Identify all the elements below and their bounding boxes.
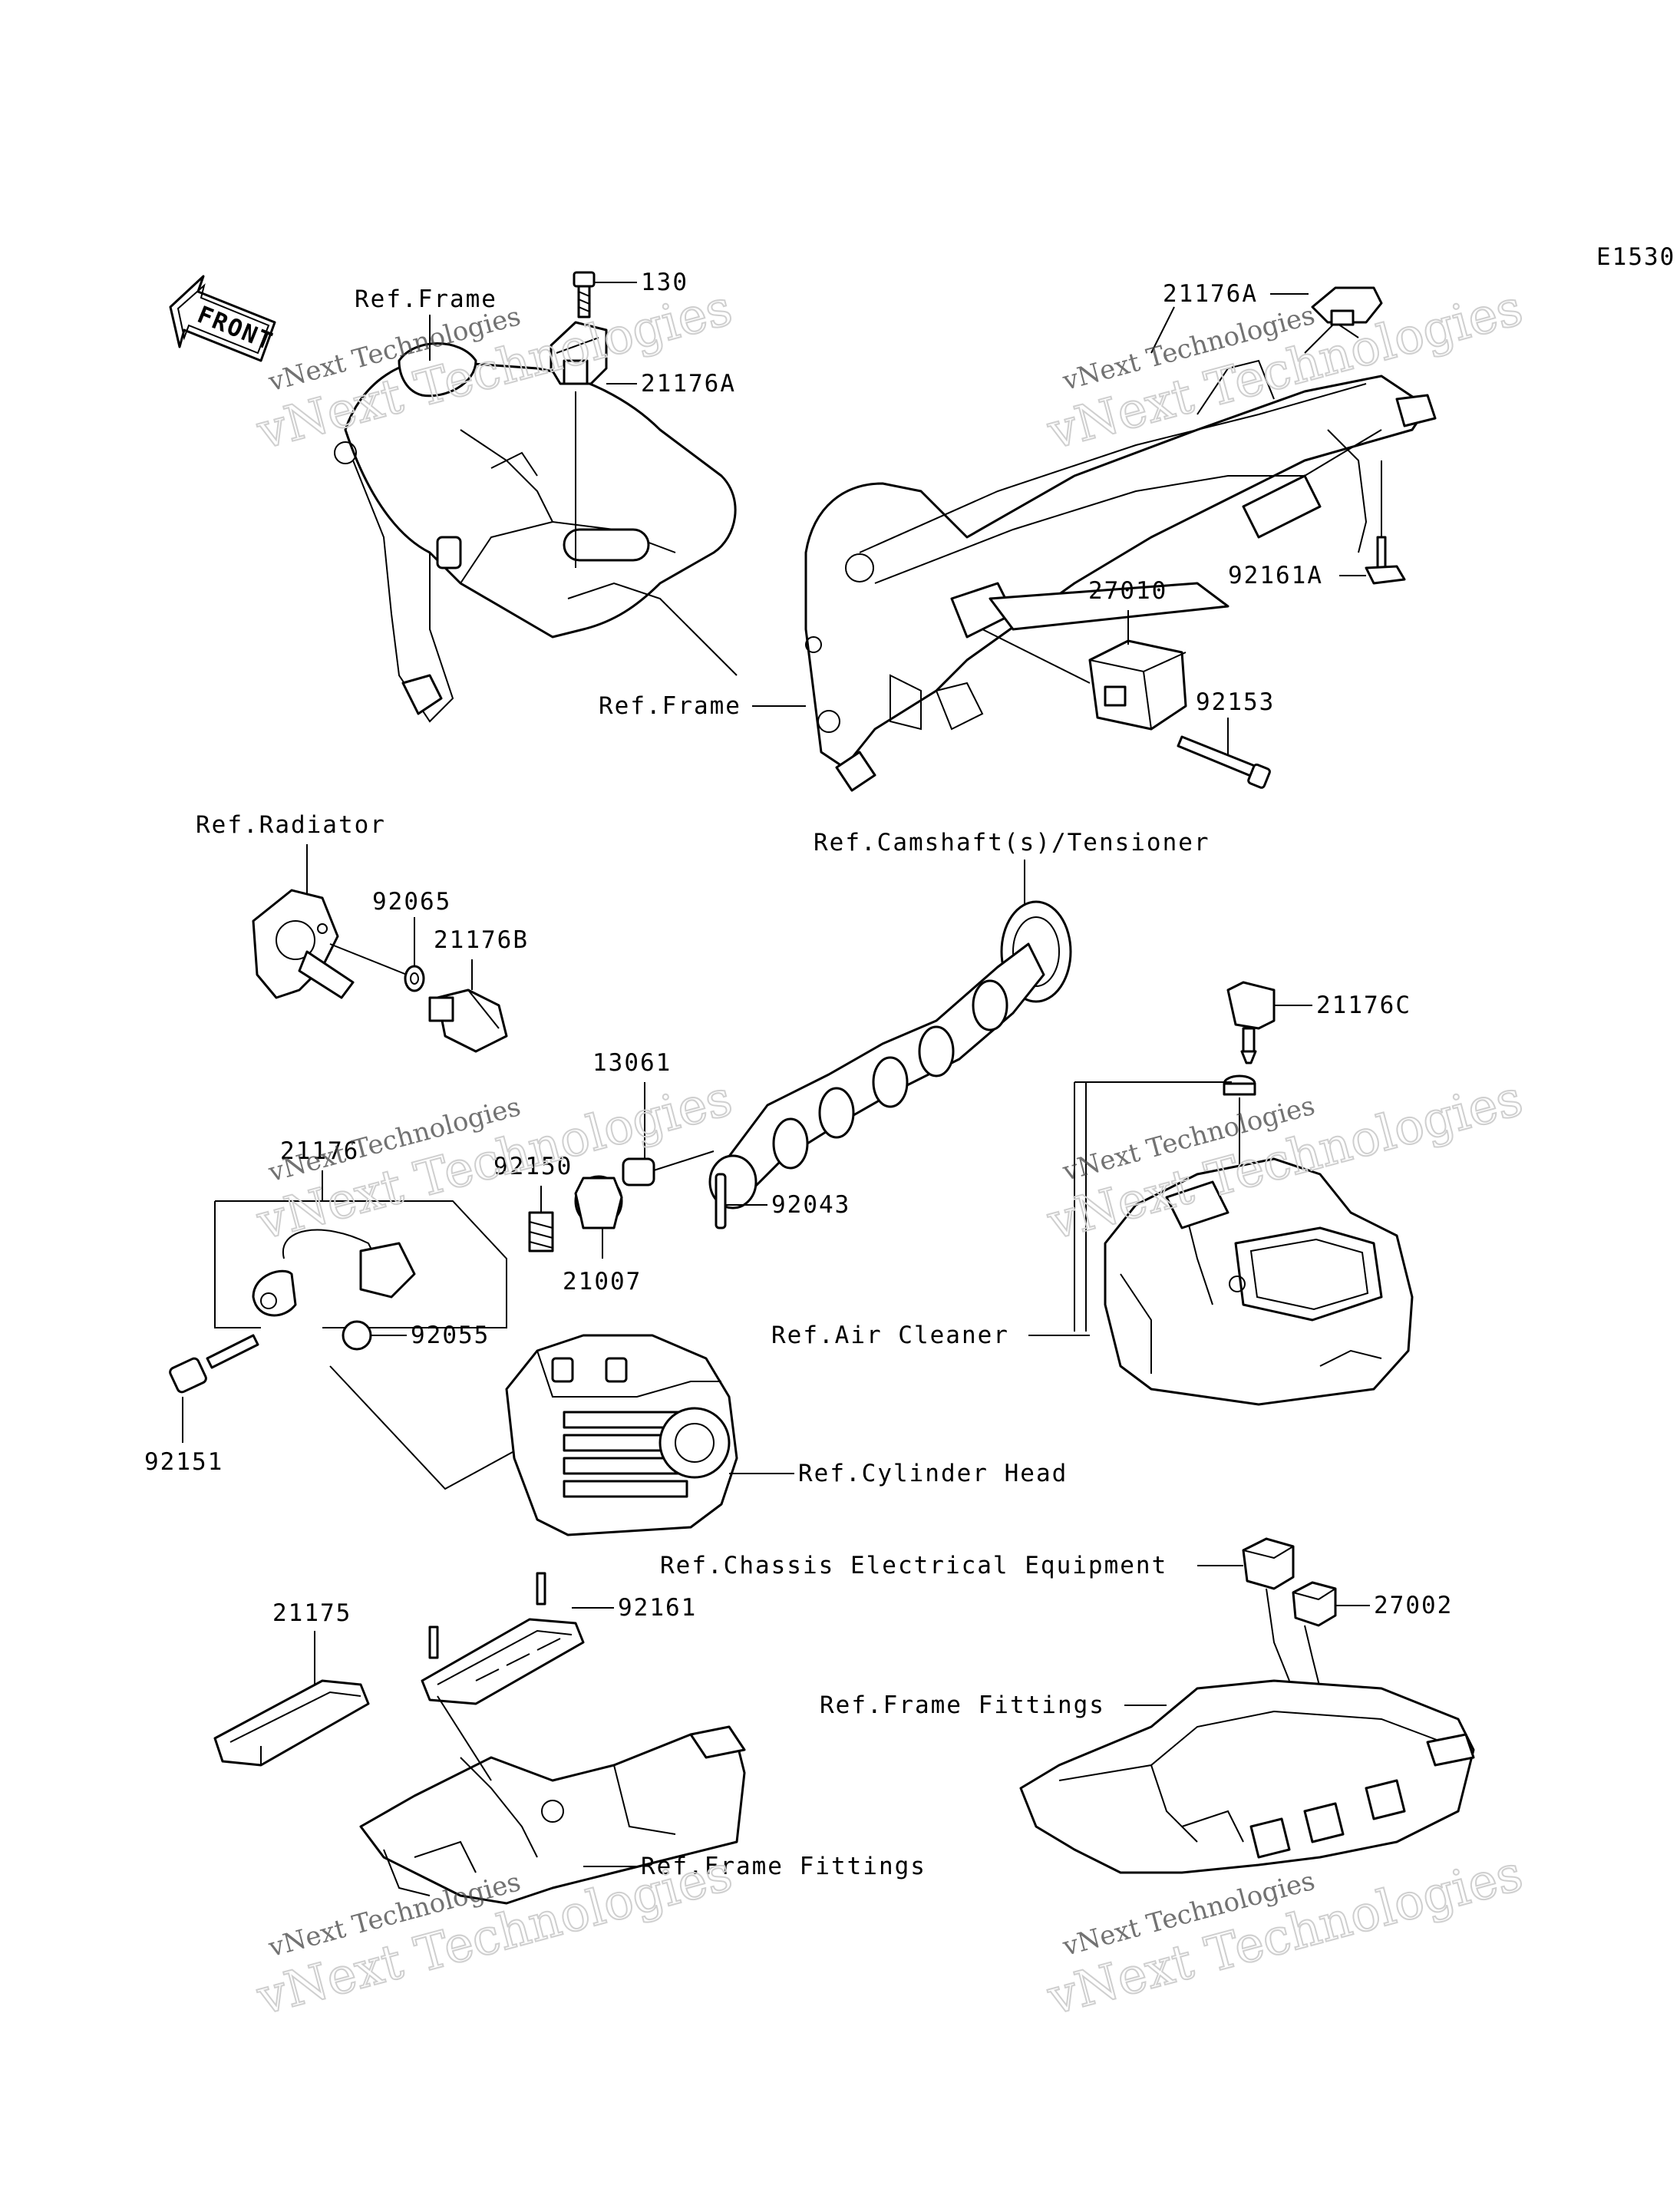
thermostat-housing — [252, 889, 355, 999]
ref-frame-left: Ref.Frame — [355, 285, 497, 313]
part-21176B: 21176B — [434, 926, 529, 954]
part-92055: 92055 — [411, 1322, 490, 1349]
pin-92043 — [715, 1173, 727, 1229]
sensor-21176C — [1226, 981, 1276, 1064]
cylinder-head-illustration — [505, 1334, 738, 1536]
part-92153: 92153 — [1196, 688, 1275, 716]
frame-fittings-left-illustration — [359, 1725, 746, 1905]
ref-camshaft: Ref.Camshaft(s)/Tensioner — [814, 829, 1210, 856]
part-21176A-right: 21176A — [1163, 280, 1258, 308]
part-27010: 27010 — [1088, 577, 1167, 605]
part-92161: 92161 — [618, 1594, 697, 1622]
stud-92161A — [1365, 536, 1406, 585]
diagram-code: E1530 — [1596, 243, 1675, 271]
washer-92065 — [404, 965, 425, 992]
part-21176A-left: 21176A — [641, 370, 736, 398]
part-130: 130 — [641, 269, 688, 296]
frame-fittings-right-illustration — [1019, 1679, 1475, 1874]
bolt-92150 — [528, 1211, 554, 1252]
ref-air-cleaner: Ref.Air Cleaner — [771, 1322, 1009, 1349]
ecu-21175 — [213, 1679, 370, 1767]
part-92043: 92043 — [771, 1191, 850, 1219]
front-arrow-icon: FRONT — [169, 275, 277, 362]
ref-chassis-electrical: Ref.Chassis Electrical Equipment — [660, 1552, 1167, 1579]
part-21175: 21175 — [272, 1599, 352, 1627]
relay-box-upper — [1242, 1537, 1295, 1590]
part-13061: 13061 — [592, 1049, 672, 1077]
ref-frame-fittings-left: Ref.Frame Fittings — [641, 1853, 926, 1880]
frame-left-illustration — [334, 342, 738, 723]
air-cleaner-illustration — [1104, 1157, 1414, 1406]
sensor-21176A-left — [550, 321, 608, 385]
rotor-21007 — [574, 1175, 623, 1229]
part-92151: 92151 — [144, 1448, 223, 1476]
ref-frame-fittings-right: Ref.Frame Fittings — [820, 1691, 1105, 1719]
relay-27002 — [1292, 1581, 1337, 1627]
oring-92055 — [342, 1320, 372, 1351]
bolt-92151 — [169, 1334, 259, 1394]
part-21176C: 21176C — [1316, 992, 1411, 1019]
sensor-21176A-right — [1311, 286, 1383, 326]
sensor-21176B — [428, 988, 508, 1053]
ref-cylinder-head: Ref.Cylinder Head — [798, 1460, 1068, 1487]
plunger-13061 — [622, 1157, 655, 1186]
grommet-air-cleaner — [1223, 1074, 1256, 1096]
part-92065: 92065 — [372, 888, 451, 916]
part-92150: 92150 — [493, 1153, 573, 1180]
part-92161A: 92161A — [1228, 562, 1323, 589]
part-21007: 21007 — [563, 1268, 642, 1295]
camshaft-illustration — [708, 900, 1072, 1210]
bracket-92161 — [421, 1572, 585, 1705]
part-21176: 21176 — [280, 1137, 359, 1165]
bolt-130 — [573, 271, 596, 318]
ref-frame-center: Ref.Frame — [599, 692, 741, 720]
frame-center-illustration — [804, 321, 1437, 792]
sensor-21176 — [252, 1229, 416, 1317]
ref-radiator: Ref.Radiator — [196, 811, 386, 839]
bolt-92153 — [1177, 735, 1271, 789]
part-27002: 27002 — [1374, 1592, 1453, 1619]
relay-27010 — [1088, 639, 1187, 731]
